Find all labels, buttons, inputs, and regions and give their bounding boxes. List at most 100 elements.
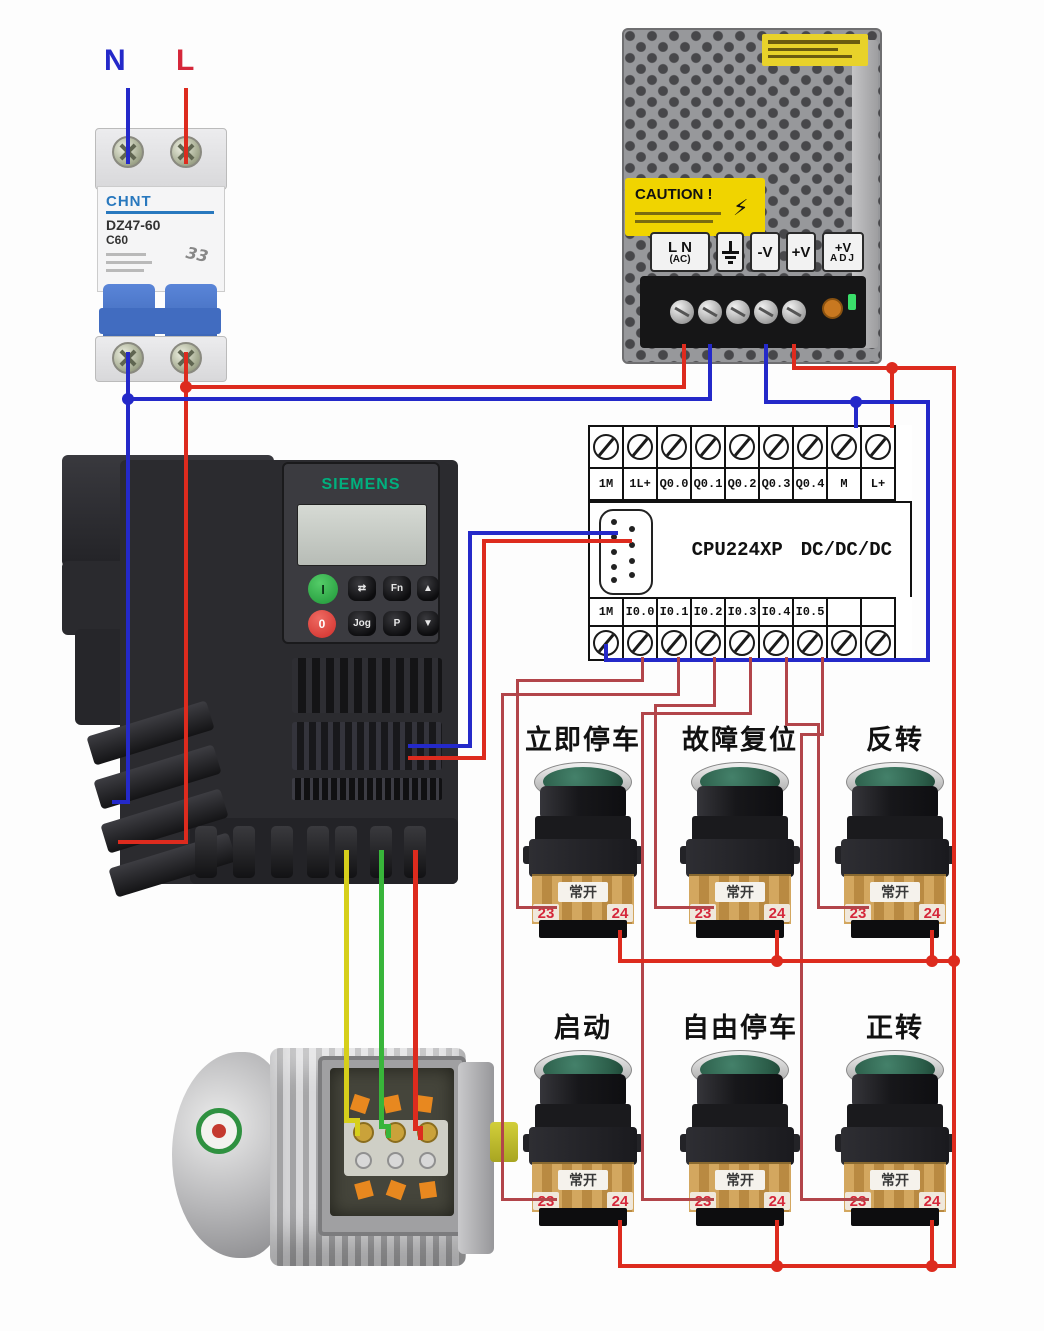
plc-screw: [763, 434, 789, 460]
button-no-chip: 常开: [870, 882, 920, 902]
button-terminal-23: 23: [845, 1192, 871, 1210]
wire-24v-run: [792, 366, 956, 370]
psu-terminal-block: [640, 276, 866, 348]
plc-top-strip: 1M 1L+ Q0.0 Q0.1 Q0.2 Q0.3 Q0.4 M L+: [588, 425, 912, 501]
wire-l-to-vfd: [184, 352, 188, 844]
wire-0v-to-1m: [604, 644, 608, 662]
button-label-forward: 正转: [866, 1013, 924, 1043]
button-label-reverse: 反转: [866, 725, 924, 755]
plc-terminal-i01: I0.1: [656, 597, 692, 661]
wire-0v-run: [764, 400, 930, 404]
plc-db9-port: [599, 509, 653, 595]
wire-i00: [516, 679, 644, 682]
wire-motor-w: [413, 850, 418, 1130]
junction-dot: [771, 955, 783, 967]
plc-terminal-diagram: 1M 1L+ Q0.0 Q0.1 Q0.2 Q0.3 Q0.4 M L+ CPU…: [588, 425, 912, 661]
plc-terminal-spare1: [826, 597, 862, 661]
vfd-p-key: P: [383, 611, 411, 636]
wire-i04: [817, 723, 820, 909]
wire-i00: [516, 906, 557, 909]
psu-screw-n: [698, 300, 722, 324]
wire-i05: [800, 733, 803, 1201]
wire-comm-red: [408, 756, 486, 760]
wire-i01: [501, 1198, 557, 1201]
junction-dot: [948, 955, 960, 967]
wire-motor-v: [386, 1124, 391, 1138]
psu-adj-text: ADJ: [829, 252, 856, 264]
vfd-lcd: [297, 504, 427, 566]
wire-i00: [516, 679, 519, 909]
wire-i04: [817, 906, 869, 909]
button-block: [529, 1127, 637, 1165]
button-label-start: 启动: [554, 1013, 612, 1043]
plc-cpu-model: CPU224XP: [691, 539, 783, 561]
button-no-chip: 常开: [558, 882, 608, 902]
wire-motor-v: [379, 1124, 391, 1129]
wire-bus-row2: [618, 1264, 956, 1268]
plc-screw: [661, 630, 687, 656]
wire-0v-drop: [764, 344, 768, 404]
wire-i03: [641, 712, 644, 1201]
breaker-brand: CHNT: [106, 193, 152, 210]
psu-plusv-text: +V: [791, 243, 811, 261]
junction-dot: [850, 396, 862, 408]
button-base: [539, 1208, 627, 1226]
plc-screw: [661, 434, 687, 460]
vfd-output-post: [195, 826, 217, 878]
wire-24v-drop: [792, 344, 796, 370]
psu-terminal-label-adj: +V ADJ: [822, 232, 864, 272]
button-neck: [852, 786, 938, 820]
plc-terminal-lplus: L+: [860, 425, 896, 501]
ground-icon: [721, 241, 739, 265]
wire-n-to-psu: [126, 397, 712, 401]
motor: [168, 1040, 524, 1275]
vfd-reverse-key: ⇄: [348, 576, 376, 601]
wire-24v-to-lplus: [890, 366, 894, 428]
motor-stud: [419, 1152, 436, 1169]
plc-terminal-spare2: [860, 597, 896, 661]
junction-dot: [926, 1260, 938, 1272]
wire-i04: [785, 723, 820, 726]
pushbutton-fault-reset: 常开 23 24: [680, 762, 800, 938]
plc-top-label: Q0.2: [727, 477, 757, 491]
plc-top-label: Q0.1: [693, 477, 723, 491]
vfd-output-post: [233, 826, 255, 878]
vfd-stop-glyph: 0: [318, 617, 326, 631]
psu-screw-minusv: [754, 300, 778, 324]
wire-i02: [713, 657, 716, 706]
button-no-chip: 常开: [715, 1170, 765, 1190]
junction-dot: [180, 381, 192, 393]
button-label-stop-now: 立即停车: [525, 725, 641, 755]
motor-terminal-box: [318, 1056, 466, 1236]
vfd-panel: SIEMENS I 0 ⇄ Fn ▲ Jog P ▼: [282, 462, 440, 644]
motor-drive-end: [458, 1062, 494, 1254]
wire-motor-u: [344, 850, 349, 1122]
plc-top-label: Q0.4: [795, 477, 825, 491]
button-terminal-24: 24: [764, 904, 790, 922]
down-key-glyph: ▼: [423, 618, 433, 629]
breaker-fineprint: [106, 269, 144, 272]
button-neck: [540, 1074, 626, 1108]
button-neck: [852, 1074, 938, 1108]
wire-24v-right-riser: [952, 366, 956, 1268]
breaker-model: DZ47-60: [106, 217, 161, 233]
wire-l-vfd-entry: [118, 840, 188, 844]
button-collar: [692, 1104, 788, 1130]
circuit-breaker: CHNT DZ47-60 C60 33: [90, 124, 230, 384]
motor-stud: [355, 1152, 372, 1169]
button-label-coast-stop: 自由停车: [682, 1013, 798, 1043]
breaker-fineprint: [106, 261, 152, 264]
wire-comm-blue: [408, 744, 472, 748]
breaker-handle: [99, 284, 221, 346]
psu-terminal-label-gnd: [716, 232, 744, 272]
button-terminal-24: 24: [919, 1192, 945, 1210]
wire-n-vfd-entry: [112, 800, 130, 804]
plc-screw: [695, 630, 721, 656]
wire-i04: [785, 657, 788, 725]
motor-badge: [196, 1108, 242, 1154]
button-neck: [697, 786, 783, 820]
vfd-output-post: [307, 826, 329, 878]
button-terminal-24: 24: [607, 904, 633, 922]
wire-psu-l-drop: [682, 344, 686, 389]
